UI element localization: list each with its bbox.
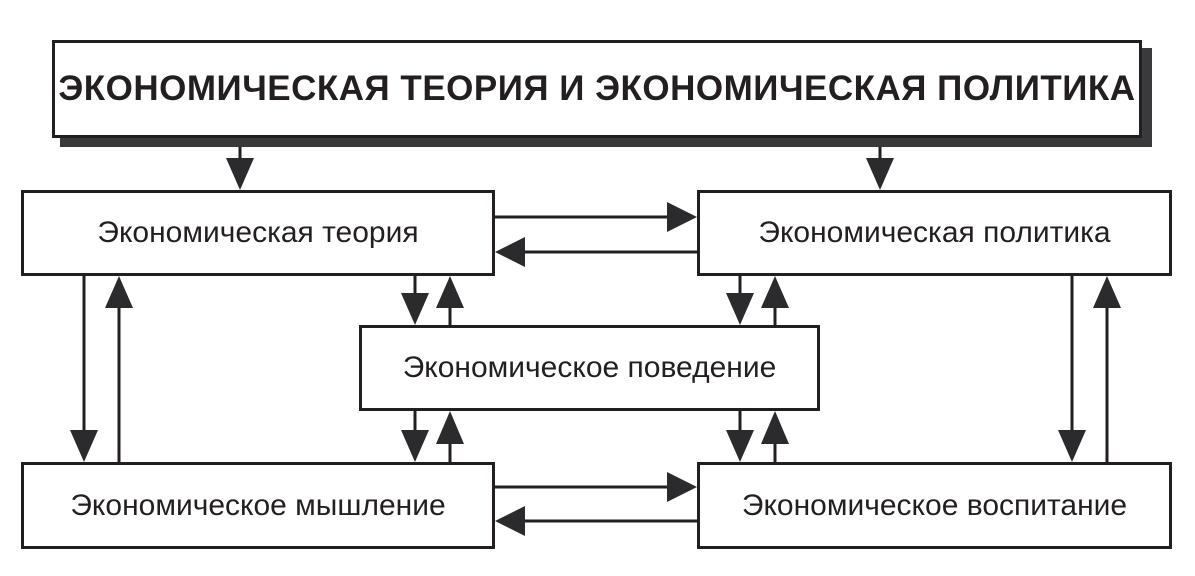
- arrow-thinking-to-behavior: [436, 411, 464, 462]
- arrow-behavior-to-policy: [761, 276, 789, 325]
- arrow-theory-to-behavior: [401, 276, 429, 325]
- arrow-policy-to-behavior: [726, 276, 754, 325]
- arrow-policy-to-theory: [495, 237, 697, 267]
- node-economic-policy-label: Экономическая политика: [758, 216, 1111, 250]
- arrow-theory-to-policy: [495, 202, 697, 232]
- arrow-policy-to-education: [1058, 276, 1086, 462]
- arrow-behavior-to-education: [726, 411, 754, 462]
- node-economic-thinking-label: Экономическое мышление: [70, 488, 446, 522]
- node-economic-theory[interactable]: Экономическая теория: [21, 190, 495, 276]
- arrow-behavior-to-theory: [436, 276, 464, 325]
- arrow-thinking-to-education: [495, 472, 697, 502]
- node-economic-theory-label: Экономическая теория: [97, 216, 419, 250]
- arrow-behavior-to-thinking: [401, 411, 429, 462]
- arrow-education-to-policy: [1093, 276, 1121, 462]
- diagram-title-label: ЭКОНОМИЧЕСКАЯ ТЕОРИЯ И ЭКОНОМИЧЕСКАЯ ПОЛ…: [58, 68, 1136, 108]
- node-economic-policy[interactable]: Экономическая политика: [697, 190, 1172, 276]
- diagram-title-banner: ЭКОНОМИЧЕСКАЯ ТЕОРИЯ И ЭКОНОМИЧЕСКАЯ ПОЛ…: [52, 40, 1142, 138]
- node-economic-education-label: Экономическое воспитание: [741, 488, 1128, 522]
- arrow-education-to-thinking: [495, 506, 697, 536]
- node-economic-behavior-label: Экономическое поведение: [402, 351, 777, 385]
- arrow-education-to-behavior: [761, 411, 789, 462]
- arrow-thinking-to-theory: [105, 276, 133, 462]
- node-economic-thinking[interactable]: Экономическое мышление: [21, 462, 495, 549]
- arrow-theory-to-thinking: [70, 276, 98, 462]
- node-economic-education[interactable]: Экономическое воспитание: [697, 462, 1172, 549]
- node-economic-behavior[interactable]: Экономическое поведение: [359, 325, 820, 411]
